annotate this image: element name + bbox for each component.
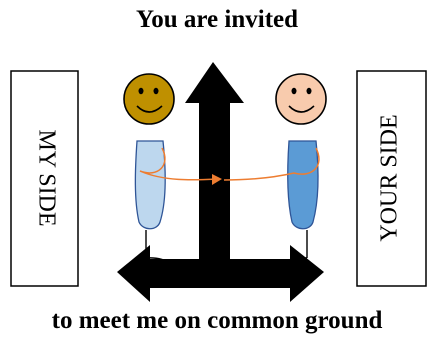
- left-body: [134, 140, 166, 230]
- your-side-label: YOUR SIDE: [377, 114, 403, 241]
- invitation-caption: to meet me on common ground: [51, 307, 383, 334]
- right-person: [275, 73, 327, 265]
- handshake-lines: [139, 147, 320, 185]
- your-side-rect: [356, 70, 427, 287]
- smiley-face-icon: [275, 73, 327, 125]
- my-side-rect: [10, 70, 79, 287]
- my-side-label: MY SIDE: [33, 129, 59, 226]
- smiley-face-icon: [123, 73, 175, 125]
- right-body: [287, 140, 319, 230]
- my-side-box: MY SIDE: [10, 70, 79, 287]
- right-foot: [281, 257, 308, 265]
- invitation-title: You are invited: [135, 6, 299, 33]
- three-way-arrow-icon: [117, 62, 324, 302]
- your-side-box: YOUR SIDE: [356, 70, 427, 287]
- left-person: [123, 73, 175, 265]
- left-foot: [145, 257, 172, 265]
